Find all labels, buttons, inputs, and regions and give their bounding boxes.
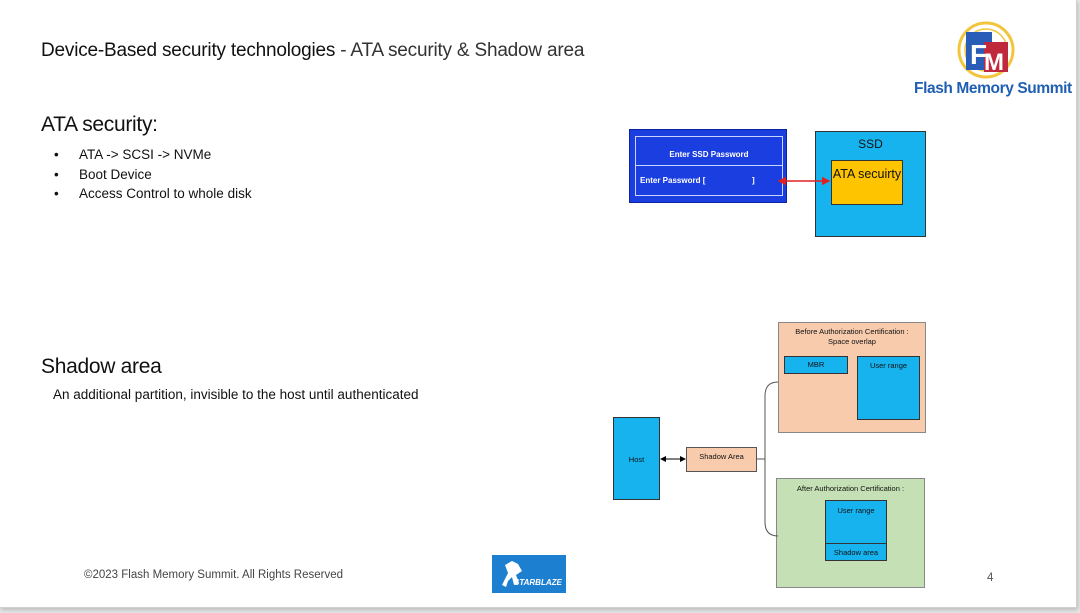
after-title: After Authorization Certification : (796, 484, 905, 493)
shadow-description: An additional partition, invisible to th… (53, 387, 419, 402)
svg-text:M: M (984, 49, 1004, 76)
before-authorization-region: Before Authorization Certification : Spa… (778, 322, 926, 433)
logo-text: Flash Memory Summit (914, 80, 1072, 97)
mbr-box: MBR (784, 356, 848, 374)
ata-heading: ATA security: (41, 113, 158, 136)
starblaze-text: STARBLAZE (514, 578, 562, 587)
password-prompt: Enter Password [ (640, 176, 706, 185)
bullet-item: Boot Device (41, 165, 252, 185)
after-user-range-label: User range (837, 506, 875, 515)
password-screen: Enter SSD Password Enter Password [ ] (629, 129, 787, 203)
shadow-area-box: Shadow Area (686, 447, 757, 472)
slide-title: Device-Based security technologies - ATA… (41, 40, 584, 62)
before-title: Before Authorization Certification : (795, 327, 909, 336)
starblaze-logo: STARBLAZE (492, 555, 566, 593)
password-dialog-divider (636, 165, 782, 166)
title-subtitle: - ATA security & Shadow area (335, 40, 585, 61)
host-label: Host (628, 455, 645, 464)
page-number: 4 (987, 572, 994, 584)
before-subtitle: Space overlap (828, 337, 876, 346)
fms-logo-icon: F M (957, 21, 1015, 79)
after-shadow-label: Shadow area (833, 548, 879, 557)
after-user-range-box: User range Shadow area (825, 500, 887, 561)
footer-copyright: ©2023 Flash Memory Summit. All Rights Re… (84, 569, 344, 581)
after-partition-divider (826, 543, 886, 544)
mbr-label: MBR (807, 360, 825, 369)
bullet-item: ATA -> SCSI -> NVMe (41, 145, 252, 165)
password-dialog-frame: Enter SSD Password Enter Password [ ] (635, 136, 783, 196)
password-prompt-close: ] (752, 176, 755, 185)
bullet-item: Access Control to whole disk (41, 184, 252, 204)
host-box: Host (613, 417, 660, 500)
user-range-label: User range (869, 361, 908, 370)
user-range-box: User range (857, 356, 920, 420)
shadow-heading: Shadow area (41, 355, 162, 378)
ssd-box: SSD ATA secuirty (815, 131, 926, 237)
ata-security-box: ATA secuirty (831, 160, 903, 205)
ata-bullet-list: ATA -> SCSI -> NVMe Boot Device Access C… (41, 145, 252, 204)
shadow-area-label: Shadow Area (699, 452, 744, 461)
password-dialog-title: Enter SSD Password (669, 150, 749, 159)
horse-icon (502, 561, 522, 587)
after-authorization-region: After Authorization Certification : User… (776, 478, 925, 588)
ata-security-label: ATA secuirty (832, 167, 902, 181)
title-main: Device-Based security technologies (41, 40, 336, 61)
fms-logo: F M (950, 20, 1022, 80)
ssd-label: SSD (858, 137, 883, 151)
svg-text:F: F (970, 39, 987, 70)
